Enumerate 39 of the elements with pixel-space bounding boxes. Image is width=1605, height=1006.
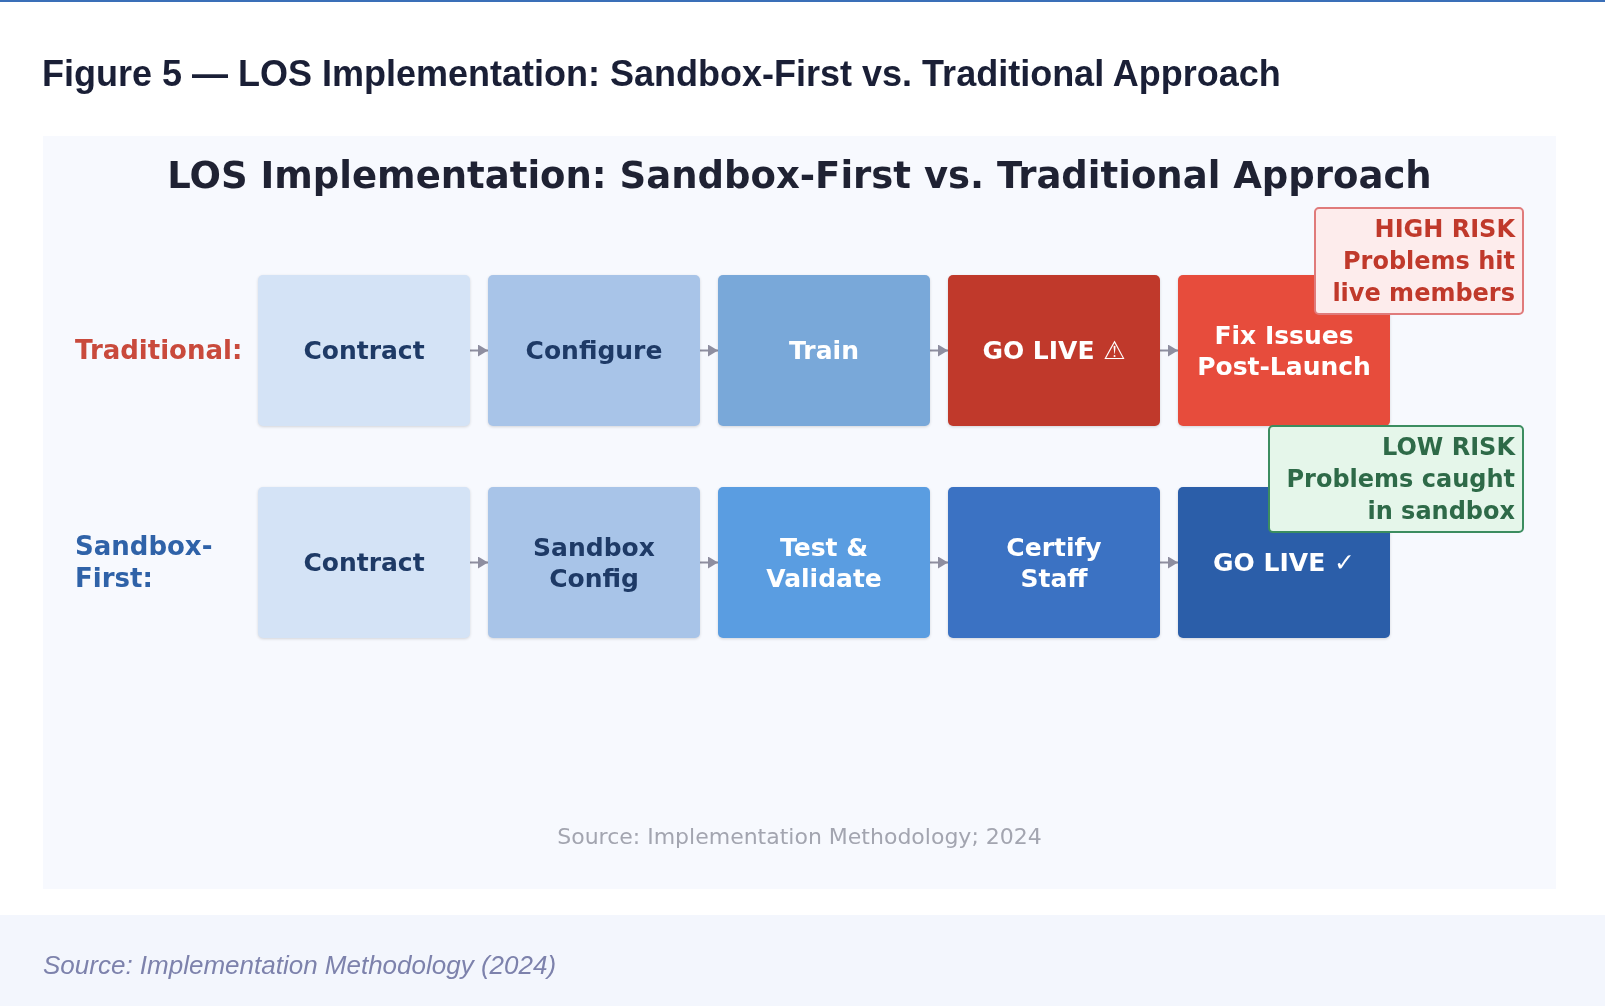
chart-title: LOS Implementation: Sandbox-First vs. Traditional Approach [166, 153, 1433, 199]
step-label: Train [789, 335, 859, 366]
arrow [929, 344, 949, 357]
arrow [699, 344, 719, 357]
row-label: Traditional: [75, 334, 243, 366]
step-label: Configure [525, 335, 663, 366]
arrow [1159, 344, 1179, 357]
process-box [488, 487, 700, 638]
arrow [699, 556, 719, 569]
figure-title: Figure 5 — LOS Implementation: Sandbox-First vs. Traditional Approach [42, 52, 1281, 96]
step-label: Test & Validate [765, 531, 883, 594]
callout-box [1314, 207, 1524, 315]
step-label: Contract [303, 547, 425, 578]
process-box [1178, 275, 1390, 426]
callout-heading: HIGH RISK [1374, 214, 1515, 245]
process-box [718, 487, 930, 638]
step-label: GO LIVE ⚠ [982, 335, 1126, 366]
process-box [718, 275, 930, 426]
figure-caption: Source: Implementation Methodology (2024) [43, 949, 557, 981]
process-box [258, 275, 470, 426]
step-label: GO LIVE ✓ [1213, 547, 1355, 578]
callout-text: Problems caught in sandbox [1285, 464, 1515, 527]
process-box [258, 487, 470, 638]
arrow [1159, 556, 1179, 569]
process-box [948, 275, 1160, 426]
row-label: Sandbox-First: [75, 530, 214, 594]
step-label: Certify Staff [1005, 531, 1103, 594]
step-label: Contract [303, 335, 425, 366]
callout-heading: LOW RISK [1382, 432, 1515, 463]
callout-box [1268, 425, 1524, 533]
callout-text: Problems hit live members [1331, 246, 1515, 309]
step-label: Fix Issues Post-Launch [1196, 319, 1372, 382]
source-note: Source: Implementation Methodology; 2024 [556, 823, 1043, 851]
arrow [469, 344, 489, 357]
arrow [469, 556, 489, 569]
step-label: Sandbox Config [532, 531, 656, 594]
process-box [488, 275, 700, 426]
arrow [929, 556, 949, 569]
process-box [948, 487, 1160, 638]
